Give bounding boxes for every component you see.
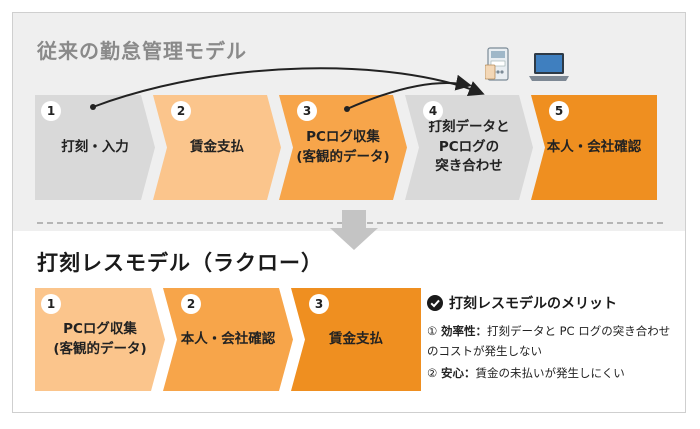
step-number: 3 [309, 294, 329, 314]
stampless-step-3: 3 賃金支払 [291, 288, 421, 391]
traditional-step-3: 3 PCログ収集 (客観的データ) [279, 95, 407, 200]
diagram-frame: 従来の勤怠管理モデル 1 打刻・入力 2 賃金支払 3 PCログ収集 (客観的デ… [12, 12, 686, 413]
traditional-model-title: 従来の勤怠管理モデル [37, 39, 247, 63]
merit-title: 安心： [440, 366, 476, 381]
merit-item-security: ② 安心：賃金の未払いが発生しにくい [427, 363, 677, 383]
step-number: 5 [549, 101, 569, 121]
stampless-step-1: 1 PCログ収集 (客観的データ) [35, 288, 165, 391]
step-number: 1 [41, 294, 61, 314]
down-arrow-icon [330, 210, 378, 250]
step-number: 2 [181, 294, 201, 314]
step-label: 打刻・入力 [61, 138, 129, 155]
step-label: PCログ収集 (客観的データ) [53, 320, 147, 357]
step-label: PCログ収集 (客観的データ) [296, 128, 390, 165]
check-circle-icon [427, 295, 443, 311]
stampless-model-title: 打刻レスモデル（ラクロー） [37, 251, 323, 275]
stampless-flow: 1 PCログ収集 (客観的データ) 2 本人・会社確認 3 賃金支払 [35, 288, 421, 391]
merit-marker: ② [427, 366, 438, 381]
laptop-icon [529, 53, 569, 81]
traditional-flow: 1 打刻・入力 2 賃金支払 3 PCログ収集 (客観的データ) 4 打刻データ… [35, 95, 665, 200]
step-label: 本人・会社確認 [546, 138, 642, 155]
step-label: 賃金支払 [190, 138, 244, 155]
merit-text: 賃金の未払いが発生しにくい [475, 366, 625, 381]
step-number: 2 [171, 101, 191, 121]
step-label: 本人・会社確認 [180, 330, 276, 347]
step-number: 3 [297, 101, 317, 121]
merits-panel: 打刻レスモデルのメリット ① 効率性：打刻データと PC ログの突き合わせのコス… [427, 293, 677, 383]
timecard-terminal-icon [485, 47, 509, 81]
stampless-step-2: 2 本人・会社確認 [163, 288, 293, 391]
step-label: 打刻データと PCログの 突き合わせ [428, 119, 510, 175]
traditional-step-4: 4 打刻データと PCログの 突き合わせ [405, 95, 533, 200]
merit-item-efficiency: ① 効率性：打刻データと PC ログの突き合わせのコストが発生しない [427, 321, 677, 361]
traditional-step-5: 5 本人・会社確認 [531, 95, 657, 200]
merits-heading: 打刻レスモデルのメリット [427, 293, 677, 313]
step-number: 4 [423, 101, 443, 121]
merit-title: 効率性： [440, 324, 487, 338]
merits-heading-text: 打刻レスモデルのメリット [449, 296, 617, 312]
traditional-step-1: 1 打刻・入力 [35, 95, 155, 200]
step-label: 賃金支払 [329, 330, 383, 347]
merit-text: 打刻データと PC ログの突き合わせのコストが発生しない [427, 324, 671, 359]
traditional-step-2: 2 賃金支払 [153, 95, 281, 200]
step-number: 1 [41, 101, 61, 121]
merit-marker: ① [427, 324, 438, 338]
